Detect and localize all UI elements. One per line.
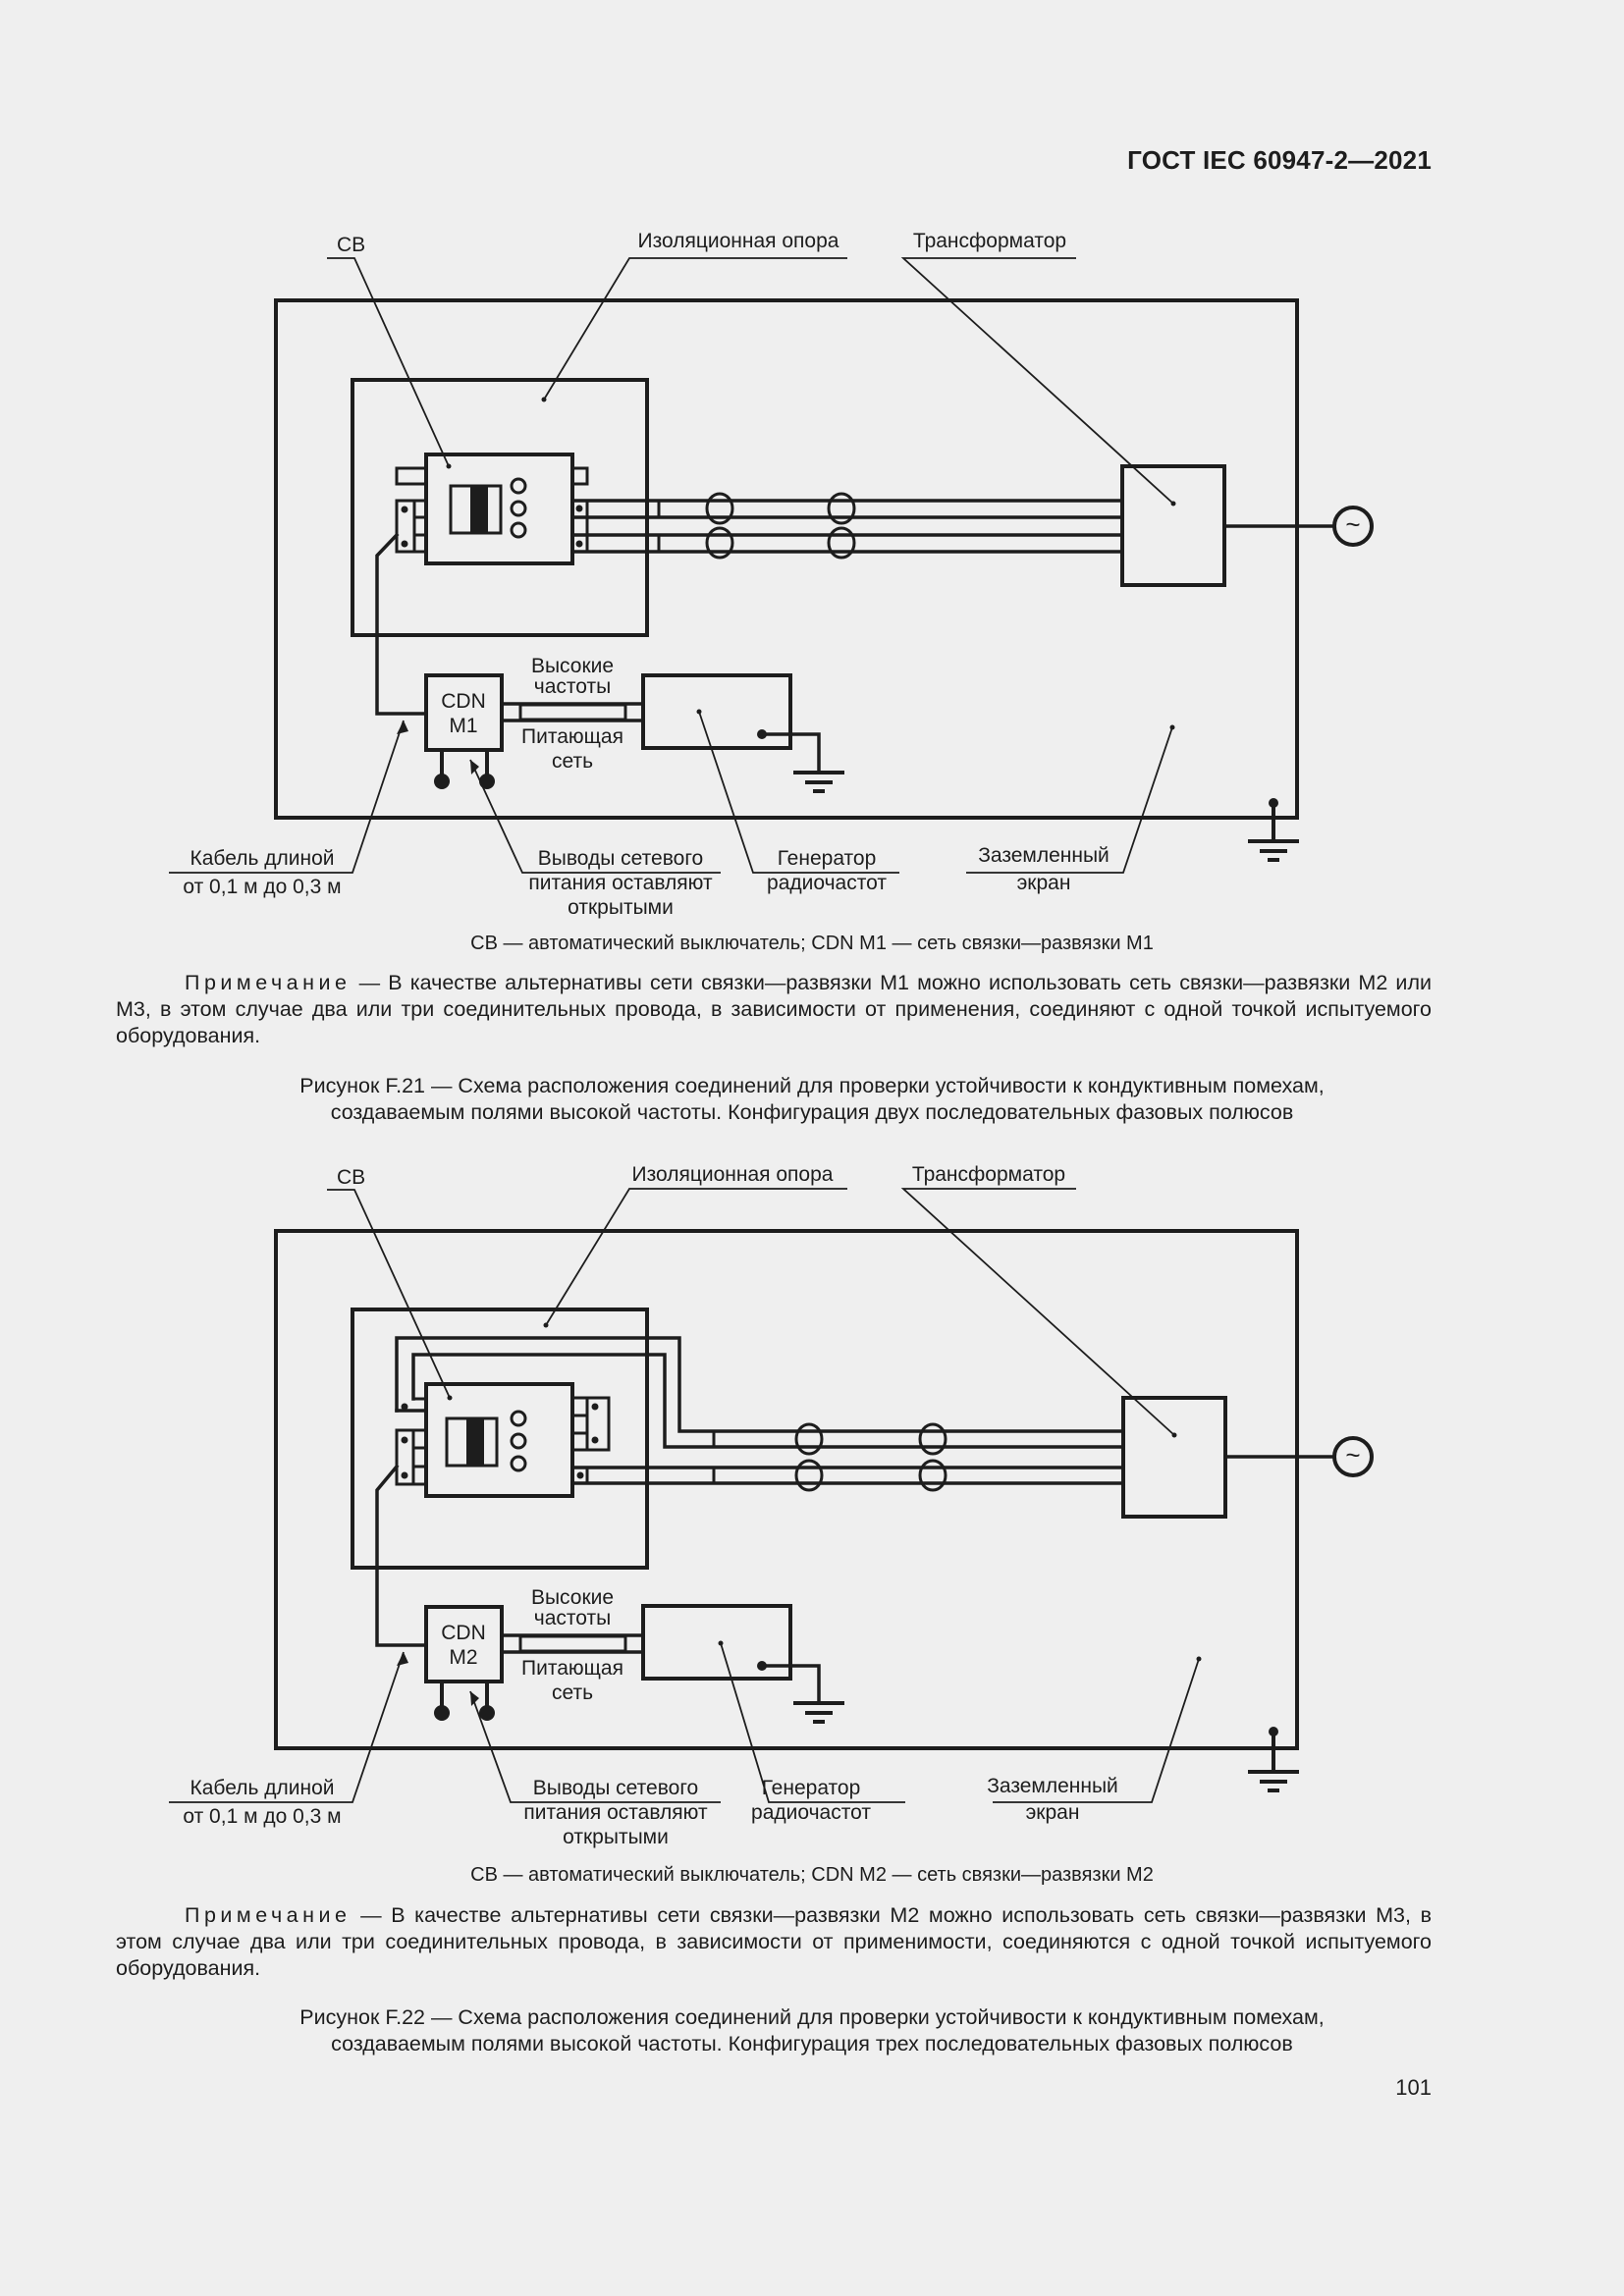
rf-generator-box <box>641 673 792 750</box>
figure-f21-note: Примечание — В качестве альтернативы сет… <box>116 970 1432 1049</box>
ac-source-symbol: ~ <box>1345 509 1360 539</box>
label-generator-line2: радиочастот <box>767 872 887 894</box>
label-outputs-line3: открытыми <box>568 896 674 919</box>
label-generator-line1: Генератор <box>762 1777 861 1799</box>
figure-f21-caption: Рисунок F.21 — Схема расположения соедин… <box>137 1073 1487 1126</box>
caption-line2: создаваемым полями высокой частоты. Конф… <box>330 1100 1294 1124</box>
label-cable-line2: от 0,1 м до 0,3 м <box>183 876 341 898</box>
label-cable-line1: Кабель длиной <box>190 847 335 870</box>
figure-f22-caption: Рисунок F.22 — Схема расположения соедин… <box>137 2004 1487 2057</box>
label-hf-line2: частоты <box>534 675 611 698</box>
figure-f22-note: Примечание — В качестве альтернативы сет… <box>116 1902 1432 1982</box>
label-cable-line1: Кабель длиной <box>190 1777 335 1799</box>
label-transformer: Трансформатор <box>912 1163 1065 1186</box>
caption-line2: создаваемым полями высокой частоты. Конф… <box>331 2032 1293 2056</box>
note-label: Примечание <box>185 971 352 994</box>
label-hf-line1: Высокие <box>531 1586 614 1609</box>
label-outputs-line2: питания оставляют <box>528 872 713 894</box>
note-text: — В качестве альтернативы сети связки—ра… <box>116 1903 1432 1980</box>
document-code-header: ГОСТ IEC 60947-2—2021 <box>1127 145 1432 175</box>
note-label: Примечание <box>185 1903 352 1927</box>
grounded-screen-frame <box>274 298 1299 820</box>
label-insulating-support: Изоляционная опора <box>638 230 839 252</box>
label-outputs-line1: Выводы сетевого <box>533 1777 698 1799</box>
label-supply-line1: Питающая <box>521 1657 623 1680</box>
insulating-support-box <box>351 1308 649 1570</box>
label-screen-line1: Заземленный <box>987 1775 1118 1797</box>
ac-source-icon <box>1332 506 1374 547</box>
label-cb: СВ <box>337 234 365 256</box>
label-transformer: Трансформатор <box>913 230 1066 252</box>
note-text: — В качестве альтернативы сети связки—ра… <box>116 971 1432 1047</box>
label-outputs-line1: Выводы сетевого <box>538 847 703 870</box>
ac-source-icon <box>1332 1436 1374 1477</box>
grounded-screen-frame <box>274 1229 1299 1750</box>
figure-f21-legend: СВ — автоматический выключатель; CDN M1 … <box>470 933 1154 954</box>
cdn-m2-box <box>424 1605 504 1683</box>
cdn-m1-box <box>424 673 504 752</box>
label-hf-line1: Высокие <box>531 655 614 677</box>
figure-f22-diagram: СВ Изоляционная опора Трансформатор ~ CD… <box>169 1163 1374 1848</box>
label-cb: СВ <box>337 1166 365 1189</box>
label-screen-line2: экран <box>1026 1801 1080 1824</box>
label-supply-line2: сеть <box>552 1682 593 1704</box>
label-screen-line2: экран <box>1017 872 1071 894</box>
cdn-label-line1: CDN <box>441 690 486 713</box>
cdn-label-line2: M1 <box>449 715 477 737</box>
label-generator-line1: Генератор <box>778 847 877 870</box>
label-supply-line1: Питающая <box>521 725 623 748</box>
caption-line1: Рисунок F.22 — Схема расположения соедин… <box>299 2005 1325 2029</box>
label-hf-line2: частоты <box>534 1607 611 1629</box>
caption-line1: Рисунок F.21 — Схема расположения соедин… <box>299 1074 1325 1097</box>
transformer-box <box>1121 1396 1227 1519</box>
label-cable-line2: от 0,1 м до 0,3 м <box>183 1805 341 1828</box>
insulating-support-box <box>351 378 649 637</box>
figure-f21-diagram: СВ Изоляционная опора Трансформатор ~ CD… <box>169 230 1374 919</box>
ac-source-symbol: ~ <box>1345 1440 1360 1469</box>
label-outputs-line2: питания оставляют <box>523 1801 708 1824</box>
rf-generator-box <box>641 1604 792 1681</box>
cdn-label-line1: CDN <box>441 1622 486 1644</box>
label-supply-line2: сеть <box>552 750 593 773</box>
cdn-label-line2: M2 <box>449 1646 477 1669</box>
label-generator-line2: радиочастот <box>751 1801 871 1824</box>
label-screen-line1: Заземленный <box>978 844 1110 867</box>
label-insulating-support: Изоляционная опора <box>632 1163 834 1186</box>
label-outputs-line3: открытыми <box>563 1826 669 1848</box>
page-number: 101 <box>1395 2075 1432 2100</box>
figure-f22-legend: СВ — автоматический выключатель; CDN M2 … <box>470 1864 1154 1886</box>
